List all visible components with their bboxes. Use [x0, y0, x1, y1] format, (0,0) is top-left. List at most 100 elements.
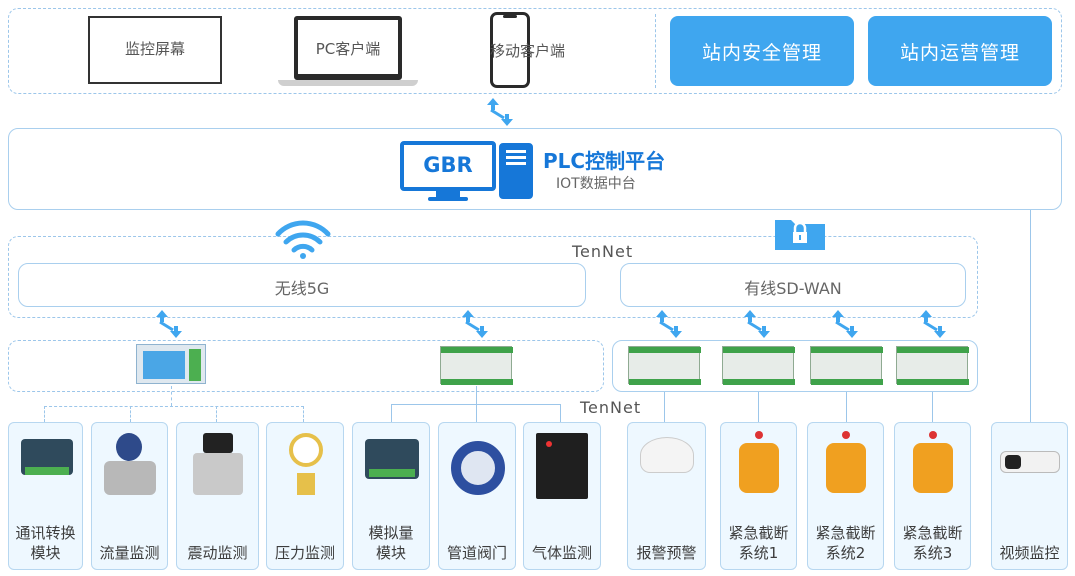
gbr-label: GBR	[423, 153, 473, 177]
tennet-top-label: TenNet	[572, 242, 634, 261]
vibration-sensor-icon	[203, 433, 233, 453]
gbr-monitor-stand	[436, 191, 460, 197]
laptop-screen	[294, 16, 402, 80]
device-tile-shutoff-2: 紧急截断 系统2	[807, 422, 884, 570]
device-label: 压力监测	[274, 544, 335, 562]
connector	[216, 406, 217, 422]
gateway-icon	[21, 439, 73, 475]
gateway-controller-panel	[143, 351, 185, 379]
connector	[664, 392, 665, 422]
tennet-bottom-label: TenNet	[580, 398, 642, 417]
flowmeter-pipe	[104, 461, 156, 495]
device-tile-pressure: 压力监测	[266, 422, 344, 570]
gateway-icon-port	[25, 467, 69, 475]
device-tile-vibration: 震动监测	[176, 422, 259, 570]
mobile-client-label: 移动客户端	[490, 42, 566, 60]
device-tile-camera: 视频监控	[991, 422, 1068, 570]
analog-module-icon	[365, 439, 419, 479]
shutoff-valve-icon	[739, 443, 779, 493]
device-tile-shutoff-3: 紧急截断 系统3	[894, 422, 971, 570]
server-slot-2	[506, 156, 526, 159]
client-layer	[8, 8, 1062, 94]
device-tile-alarm: 报警预警	[627, 422, 706, 570]
plc-controller-5-terminal-top	[897, 347, 969, 353]
shutoff-valve-handle	[755, 431, 763, 439]
plc-controller-3-terminal-top	[723, 347, 795, 353]
gas-detector-icon	[536, 433, 588, 499]
platform-subtitle: IOT数据中台	[556, 176, 636, 192]
connector	[476, 386, 477, 404]
monitor-screen-frame	[88, 16, 222, 84]
connector	[391, 404, 392, 422]
device-tile-flow: 流量监测	[91, 422, 168, 570]
phone-body	[490, 12, 530, 88]
camera-icon	[1000, 451, 1060, 473]
server-slot-1	[506, 150, 526, 153]
connector	[846, 392, 847, 422]
operations-management-button[interactable]: 站内运营管理	[868, 16, 1052, 86]
device-label: 通讯转换 模块	[15, 524, 76, 562]
shutoff-valve-handle	[842, 431, 850, 439]
sync-arrow-icon	[744, 310, 770, 338]
server-slot-3	[506, 162, 526, 165]
analog-module-port	[369, 469, 415, 477]
plc-controller-4-terminal-top	[811, 347, 883, 353]
sync-arrow-icon	[920, 310, 946, 338]
sync-arrow-icon	[487, 98, 513, 126]
plc-controller-2	[628, 346, 701, 385]
plc-controller-5-terminal-bottom	[897, 379, 969, 385]
sync-arrow-icon	[656, 310, 682, 338]
monitor-screen-label: 监控屏幕	[124, 40, 185, 58]
safety-management-button[interactable]: 站内安全管理	[670, 16, 854, 86]
shutoff-valve-handle	[929, 431, 937, 439]
gateway-controller-terminal	[189, 349, 201, 381]
monitor-screen: 监控屏幕	[88, 16, 222, 86]
plc-controller-2-terminal-bottom	[629, 379, 701, 385]
plc-controller-1-terminal-top	[441, 347, 513, 353]
platform-title: PLC控制平台	[543, 149, 666, 173]
gbr-monitor-screen	[400, 141, 496, 191]
plc-controller-5	[896, 346, 969, 385]
device-label: 气体监测	[531, 544, 592, 562]
plc-controller-3-terminal-bottom	[723, 379, 795, 385]
connector	[44, 406, 304, 407]
vibration-sensor-body	[193, 453, 243, 495]
connector	[130, 406, 131, 422]
phone-notch	[503, 15, 517, 18]
device-label: 模拟量 模块	[368, 524, 414, 562]
flowmeter-icon	[116, 433, 142, 461]
pc-client-label: PC客户端	[315, 40, 381, 58]
device-tile-comm-module: 通讯转换 模块	[8, 422, 83, 570]
camera-lens	[1005, 455, 1021, 469]
device-label: 紧急截断 系统3	[902, 524, 963, 562]
plc-controller-4-terminal-bottom	[811, 379, 883, 385]
plc-controller-1	[440, 346, 513, 385]
server-icon	[499, 143, 533, 199]
wired-sdwan-label: 有线SD-WAN	[744, 279, 842, 298]
plc-controller-4	[810, 346, 883, 385]
mobile-client	[490, 12, 530, 90]
pressure-gauge-icon	[289, 433, 323, 467]
shutoff-valve-icon	[913, 443, 953, 493]
plc-controller-2-terminal-top	[629, 347, 701, 353]
device-label: 紧急截断 系统1	[728, 524, 789, 562]
tennet-network-layer	[8, 236, 978, 318]
device-label: 流量监测	[99, 544, 160, 562]
shutoff-valve-icon	[826, 443, 866, 493]
sync-arrow-icon	[156, 310, 182, 338]
device-tile-valve: 管道阀门	[438, 422, 516, 570]
device-label: 报警预警	[636, 544, 697, 562]
device-label: 视频监控	[999, 544, 1060, 562]
sync-arrow-icon	[462, 310, 488, 338]
butterfly-valve-icon	[451, 441, 505, 495]
connector	[932, 392, 933, 422]
gbr-monitor: GBR	[400, 141, 496, 203]
laptop-base	[278, 80, 418, 86]
connector	[476, 404, 477, 422]
wireless-5g-box	[18, 263, 586, 307]
connector	[1030, 210, 1031, 422]
pc-client: PC客户端	[278, 16, 418, 86]
sync-arrow-icon	[832, 310, 858, 338]
device-tile-analog: 模拟量 模块	[352, 422, 430, 570]
connector	[303, 406, 304, 422]
